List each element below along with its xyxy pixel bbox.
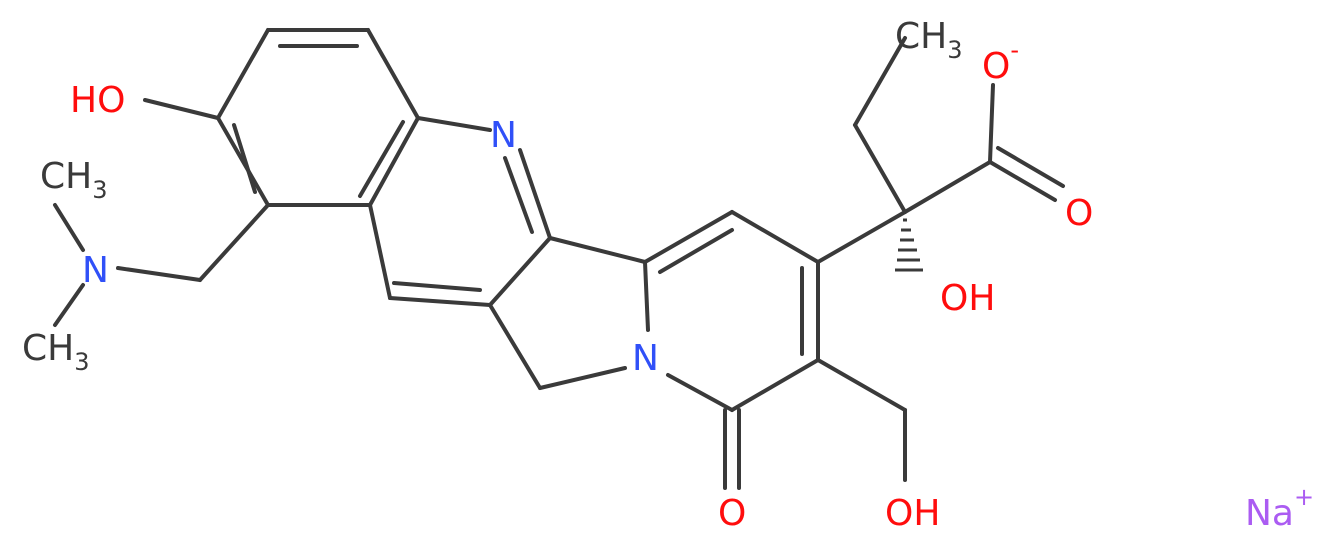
bond	[853, 36, 907, 127]
methyl-base: CH	[40, 156, 92, 197]
bond	[658, 228, 734, 274]
methyl-label: CH3	[895, 16, 963, 64]
bond	[988, 160, 1057, 202]
bond	[816, 210, 907, 264]
methyl-label: CH3	[22, 328, 90, 376]
bond	[53, 203, 85, 252]
negative-charge: -	[1010, 36, 1019, 64]
bond	[730, 210, 820, 264]
bond	[232, 123, 257, 194]
hashed-wedge-bond	[895, 218, 923, 272]
bond	[198, 203, 270, 282]
methyl-subscript: 3	[947, 36, 962, 64]
ring-nitrogen-label: N	[632, 338, 659, 379]
methyl-subscript: 3	[74, 348, 89, 376]
bond	[996, 146, 1065, 188]
bond	[903, 160, 992, 214]
carbonyl-oxygen-label: O	[1065, 193, 1093, 234]
bond	[643, 210, 734, 264]
bond	[730, 358, 820, 412]
methyl-label: CH3	[40, 156, 108, 204]
sodium-counterion-label: Na+	[1245, 483, 1314, 534]
bonds	[53, 28, 1065, 490]
bond	[216, 28, 270, 120]
bond	[366, 28, 420, 120]
bond	[388, 296, 492, 307]
carbonyl-oxygen-label: O	[718, 493, 746, 534]
bond	[53, 283, 85, 327]
bond	[358, 120, 405, 198]
amine-nitrogen-label: N	[82, 250, 109, 291]
methyl-base: CH	[22, 328, 74, 369]
bond	[518, 148, 552, 240]
positive-charge: +	[1294, 483, 1314, 511]
sodium-symbol: Na	[1245, 493, 1294, 534]
methyl-subscript: 3	[92, 176, 107, 204]
bond	[116, 266, 202, 282]
methyl-base: CH	[895, 16, 947, 57]
bond	[643, 260, 650, 332]
bond	[488, 303, 542, 390]
bond	[816, 358, 907, 412]
bond	[216, 116, 270, 207]
bond	[368, 203, 392, 300]
bond	[548, 236, 647, 264]
bond	[488, 236, 552, 307]
bond	[853, 123, 907, 214]
oxygen-symbol: O	[982, 46, 1010, 87]
bond	[416, 116, 492, 132]
bond	[666, 373, 734, 412]
carboxylate-oxygen-label: O-	[982, 36, 1019, 87]
bond	[503, 156, 534, 234]
hydroxyl-label: HO	[70, 80, 125, 121]
bond	[368, 116, 420, 207]
bond	[988, 83, 995, 164]
quinoline-nitrogen-label: N	[490, 115, 517, 156]
tertiary-hydroxyl-label: OH	[940, 278, 995, 319]
atom-labels: HO CH3 N CH3 N N O OH OH CH3 O- O Na+	[22, 16, 1314, 534]
bond	[143, 98, 220, 120]
bond	[538, 366, 627, 390]
hydroxymethyl-oh-label: OH	[885, 493, 940, 534]
bond	[392, 281, 482, 292]
